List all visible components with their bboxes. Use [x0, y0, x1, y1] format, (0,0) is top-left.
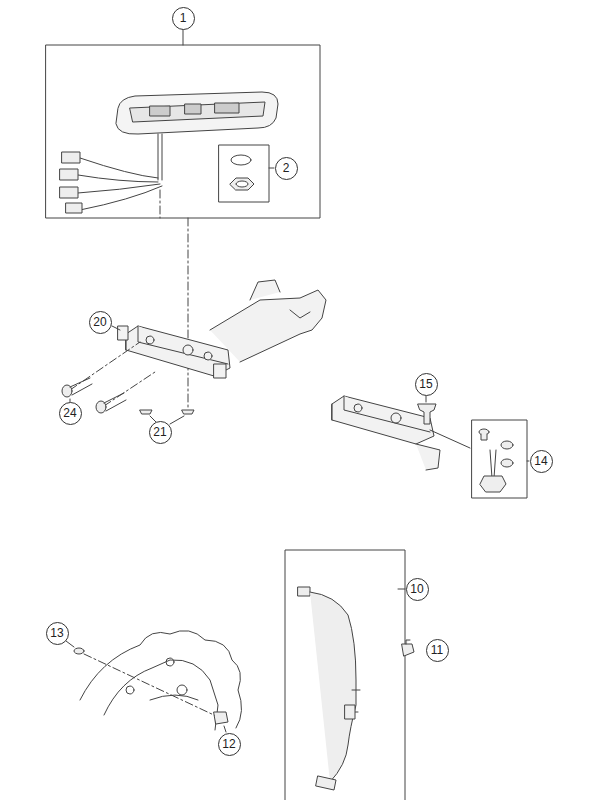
grommet — [418, 404, 436, 424]
washer — [140, 410, 194, 414]
callout-number: 11 — [426, 639, 449, 662]
callout-number: 21 — [149, 421, 172, 444]
leader-line — [170, 416, 184, 424]
brake-disc — [80, 631, 242, 730]
group-box — [472, 420, 527, 498]
speed-sensor-cable — [298, 587, 360, 790]
o-ring — [231, 155, 251, 165]
callout-number: 10 — [406, 578, 429, 601]
instrument-bracket — [118, 280, 326, 378]
callout-number: 20 — [89, 311, 112, 334]
cable-clip — [402, 640, 414, 656]
callout-number: 1 — [172, 7, 195, 30]
instrument-cluster — [116, 92, 278, 180]
leader-line — [398, 589, 405, 590]
rivet-nut — [214, 712, 228, 724]
callout-number: 13 — [46, 622, 69, 645]
wire-harness — [60, 152, 162, 213]
callout-number: 12 — [218, 733, 241, 756]
nut — [230, 178, 254, 190]
leader-line — [112, 326, 120, 330]
assembly-line — [84, 654, 216, 716]
leader-line — [430, 430, 470, 448]
group-box — [219, 145, 269, 202]
assembly-line — [188, 218, 189, 408]
leader-line — [269, 168, 274, 169]
group-box — [285, 550, 405, 800]
leader-line — [527, 461, 529, 462]
leader-line — [224, 726, 226, 732]
leader-line — [66, 641, 74, 647]
callout-number: 2 — [275, 157, 298, 180]
callout-number: 14 — [530, 450, 553, 473]
instrument-bracket — [332, 396, 440, 470]
leader-line — [183, 29, 184, 45]
leader-line — [426, 396, 427, 402]
mounting-screw — [479, 429, 513, 492]
rivet-washer — [74, 648, 84, 654]
group-box — [46, 45, 320, 218]
assembly-line — [104, 372, 155, 406]
callout-number: 24 — [59, 402, 82, 425]
callout-number: 15 — [415, 373, 438, 396]
assembly-line — [160, 190, 161, 218]
